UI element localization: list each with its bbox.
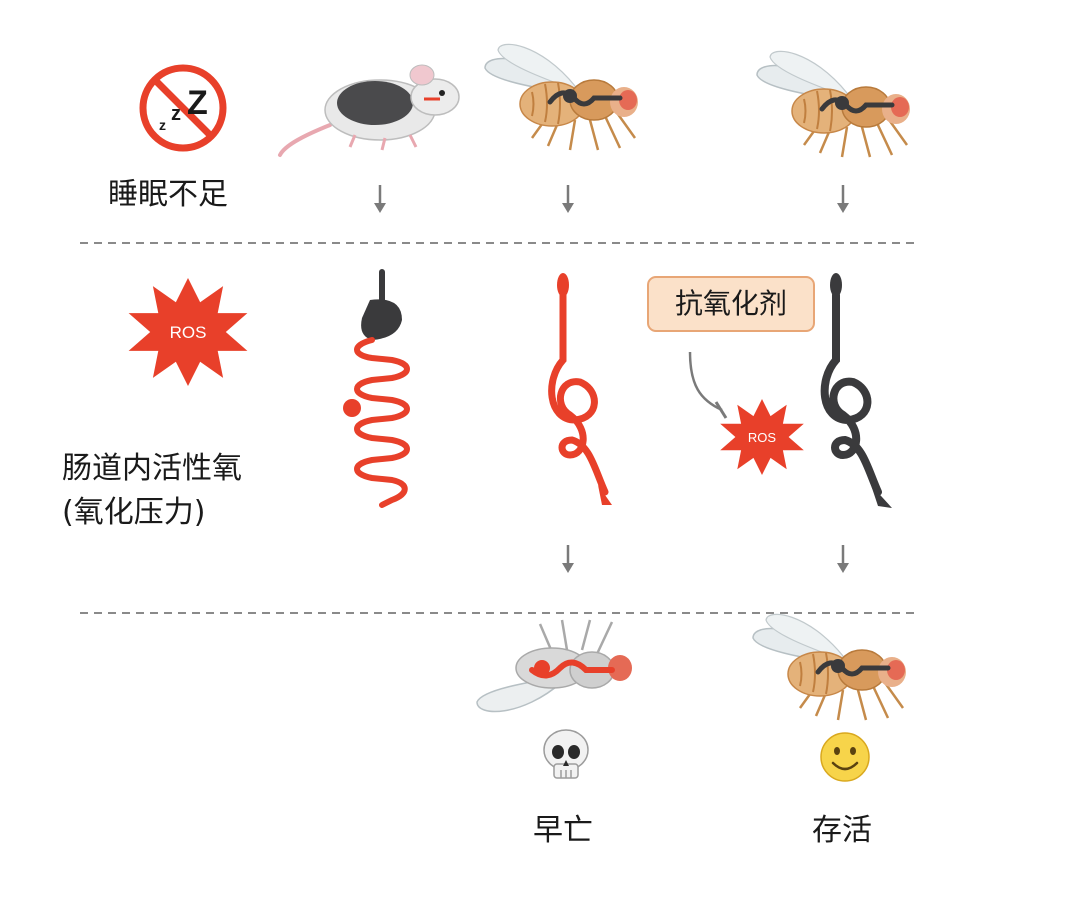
fly-icon xyxy=(483,43,640,152)
outcome-death-label: 早亡 xyxy=(533,813,593,848)
row-label-gut-ros: 肠道内活性氧 xyxy=(62,451,242,486)
gut-icon xyxy=(343,269,410,508)
down-arrow-icon xyxy=(372,183,388,215)
svg-text:z: z xyxy=(159,117,166,133)
outcome-survival-label: 存活 xyxy=(812,813,872,848)
dead-fly-icon xyxy=(476,619,632,713)
down-arrow-icon xyxy=(560,183,576,215)
smiley-icon xyxy=(820,732,870,782)
ros-badge-label: ROS xyxy=(170,323,207,342)
row-label-sleep-deprivation: 睡眠不足 xyxy=(108,177,228,212)
antioxidant-box: 抗氧化剂 xyxy=(647,276,815,332)
skull-icon xyxy=(543,729,589,779)
mouse-icon xyxy=(278,64,460,157)
down-arrow-icon xyxy=(835,183,851,215)
inhibit-bar xyxy=(714,401,728,419)
row-label-oxidative-stress: (氧化压力) xyxy=(62,495,206,530)
inhibit-arrow-icon xyxy=(688,351,723,412)
svg-text:z: z xyxy=(171,103,181,125)
gut-icon xyxy=(820,273,892,508)
fly-icon xyxy=(755,50,912,159)
down-arrow-icon xyxy=(560,543,576,575)
svg-text:Z: Z xyxy=(187,84,208,122)
gut-icon xyxy=(548,273,612,505)
no-sleep-icon: Z z z xyxy=(139,64,227,152)
fly-icon xyxy=(751,613,908,722)
down-arrow-icon xyxy=(835,543,851,575)
ros-small-label: ROS xyxy=(748,430,777,445)
